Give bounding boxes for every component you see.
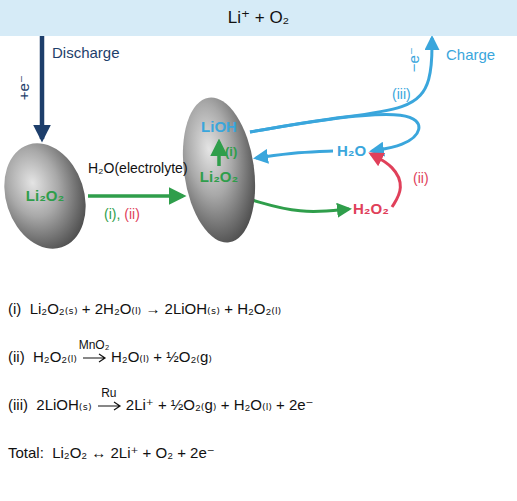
species-label: Li₂O₂: [26, 187, 64, 204]
reaction-arrow: [40, 36, 45, 139]
reaction-arrow: [252, 200, 349, 211]
species-label: H₂O: [337, 142, 366, 159]
reaction-arrow: [256, 151, 333, 158]
catalyst: MnO₂: [79, 339, 110, 353]
reaction-arrow: [250, 115, 419, 151]
reactant-band: Li⁺ + O₂: [0, 0, 517, 36]
equation-total: Total: Li₂O₂ ↔ 2Li⁺ + O₂ + 2e⁻: [8, 444, 215, 461]
water-species: H₂O: [336, 141, 368, 161]
species-label: Li⁺ + O₂: [228, 8, 289, 28]
species-label: LiOH: [201, 118, 237, 135]
reaction-arrow: [371, 154, 400, 207]
edge-label: Charge: [446, 46, 495, 63]
electron-label: −e⁻: [405, 47, 422, 72]
particle-body: [182, 95, 256, 245]
reaction-arrow-symbol: [97, 400, 123, 412]
equation: H₂O₍ₗ₎ + ½O₂₍g₎: [111, 348, 212, 365]
equation: (iii) 2LiOH₍ₛ₎: [8, 396, 92, 413]
equation: (i) Li₂O₂₍ₛ₎ + 2H₂O₍ₗ₎ → 2LiOH₍ₛ₎ + H₂O₂…: [8, 300, 281, 317]
reaction-number: (i): [225, 145, 237, 160]
species-label: Li₂O₂: [200, 168, 238, 185]
reaction-number: (i),: [104, 206, 120, 222]
edge-label: (ii): [413, 170, 429, 186]
species-label: H₂O₂: [353, 200, 389, 217]
electron-label: +e⁻: [15, 75, 32, 100]
edge-label: H₂O(electrolyte): [88, 160, 188, 176]
equation: (ii) H₂O₂₍ₗ₎: [8, 348, 77, 365]
equation: 2Li⁺ + ½O₂₍g₎ + H₂O₍ₗ₎ + 2e⁻: [126, 396, 314, 413]
reaction-arrow-symbol: [82, 352, 108, 364]
catalyst: Ru: [101, 387, 116, 401]
edge-label: Discharge: [52, 44, 120, 61]
peroxide-species: H₂O₂: [352, 199, 390, 219]
li2o2-particle: Li₂O₂: [4, 140, 86, 252]
particle-body: [4, 140, 86, 252]
converted-particle: LiOH Li₂O₂ (i): [182, 95, 256, 245]
conversion-arrow: [217, 142, 221, 166]
reaction-arrow: [88, 194, 183, 198]
reaction-number: (ii): [124, 206, 140, 222]
reaction-number: (iii): [392, 86, 411, 102]
